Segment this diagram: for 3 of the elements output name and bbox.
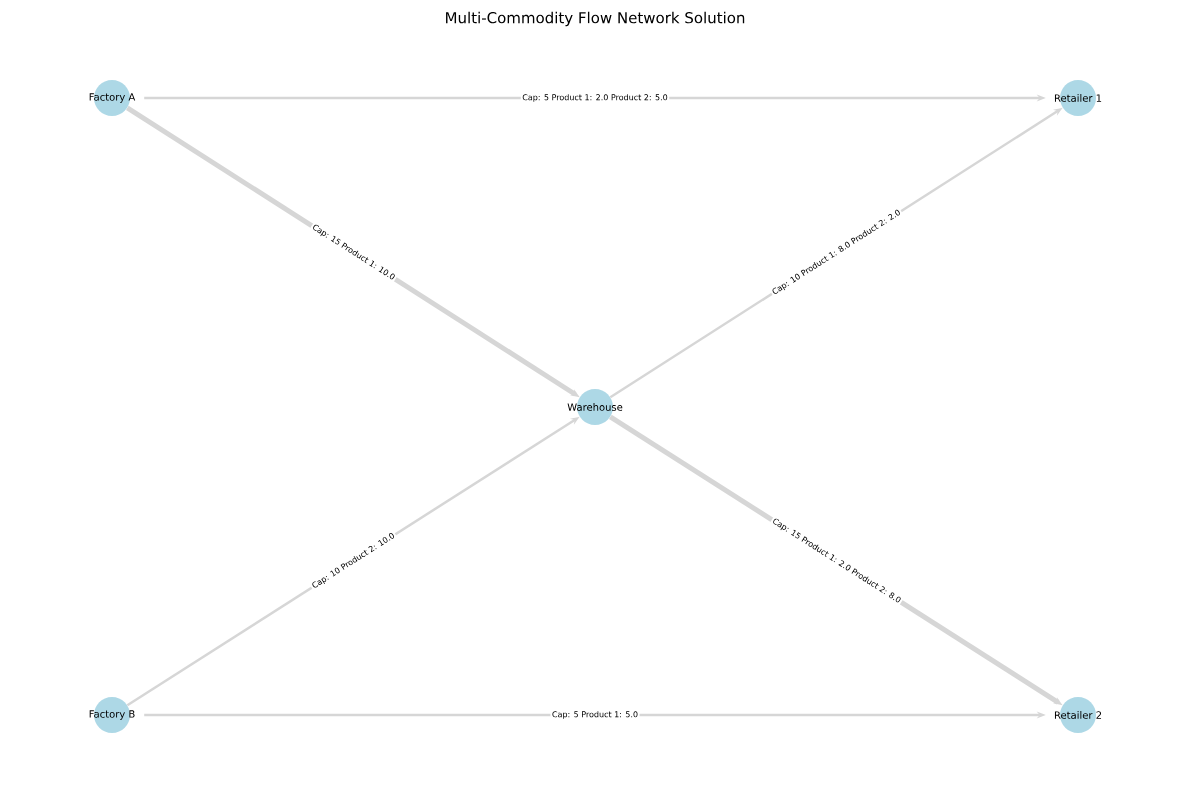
edge-label: Cap: 5 Product 1: 5.0 xyxy=(550,709,640,721)
edge-label: Cap: 5 Product 1: 2.0 Product 2: 5.0 xyxy=(520,92,670,104)
title: Multi-Commodity Flow Network Solution xyxy=(446,11,745,27)
